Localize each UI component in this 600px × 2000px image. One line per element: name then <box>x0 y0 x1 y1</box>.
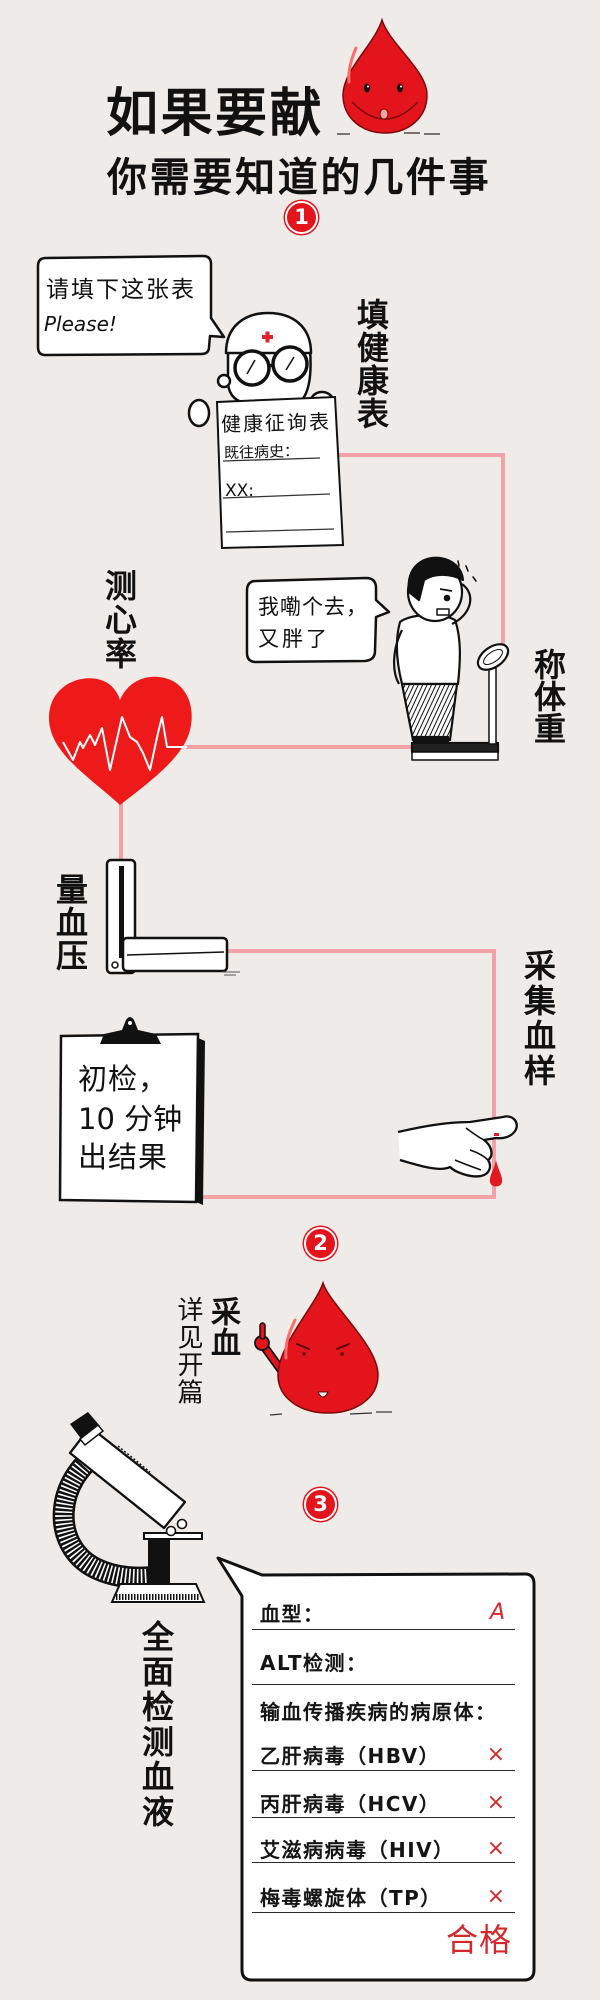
report-row-hcv: 丙肝病毒（HCV） × <box>252 1788 515 1818</box>
clipboard-icon <box>58 1017 205 1205</box>
report-row-label: 梅毒螺旋体（TP） <box>260 1886 442 1910</box>
report-row-hiv: 艾滋病病毒（HIV） × <box>252 1835 515 1863</box>
man-speech-line2: 又胖了 <box>258 627 330 651</box>
blood-pressure-label: 量血压 <box>51 873 89 972</box>
blood-drop-pointing-icon <box>254 1280 392 1416</box>
red-cross-icon <box>262 331 273 343</box>
blood-drop-icon <box>489 1160 503 1187</box>
clipboard-line1: 初检， <box>78 1062 169 1096</box>
health-form-title: 健康征询表 <box>220 409 332 437</box>
man-on-scale-icon <box>393 556 510 761</box>
blood-pressure-monitor-icon <box>105 858 240 976</box>
full-blood-test-label: 全面检测血液 <box>137 1620 175 1830</box>
clipboard-line3: 出结果 <box>78 1140 169 1174</box>
negative-mark-icon: × <box>486 1789 505 1815</box>
weigh-label: 称体重 <box>529 648 567 744</box>
connector-lines <box>119 453 505 1199</box>
report-row-tp: 梅毒螺旋体（TP） × <box>252 1881 515 1913</box>
microscope-icon <box>52 1412 206 1603</box>
report-row-label: ALT检测： <box>260 1651 368 1675</box>
blood-sample-label: 采集血样 <box>519 949 557 1089</box>
test-report-bubble <box>216 1556 536 1982</box>
step-badge-2: 2 <box>304 1227 337 1260</box>
clipboard-line2: 10 分钟 <box>78 1102 183 1136</box>
step-badge-1: 1 <box>285 201 318 234</box>
report-row-label: 乙肝病毒（HBV） <box>260 1744 441 1768</box>
fill-form-label: 填健康表 <box>352 298 390 430</box>
heart-ecg-icon <box>48 676 192 805</box>
negative-mark-icon: × <box>486 1835 505 1861</box>
report-row-alt: ALT检测： <box>252 1639 515 1685</box>
page-subtitle: 你需要知道的几件事 <box>107 155 492 201</box>
health-form-paper <box>215 395 345 550</box>
man-speech-bubble <box>245 576 391 664</box>
health-form-history-field: 既往病史： <box>223 442 300 462</box>
blood-draw-note: 详见开篇 <box>173 1296 203 1406</box>
health-form-other-field: XX: <box>225 481 255 501</box>
blood-drop-mascot-icon <box>337 17 440 135</box>
negative-mark-icon: × <box>486 1883 505 1909</box>
heart-rate-label: 测心率 <box>100 569 138 671</box>
report-row-blood-type: 血型： A <box>252 1596 515 1630</box>
doctor-speech-line1: 请填下这张表 <box>46 277 196 303</box>
report-row-label: 丙肝病毒（HCV） <box>260 1792 441 1816</box>
doctor-icon <box>187 311 335 428</box>
report-row-pathogens-heading: 输血传播疾病的病原体： <box>252 1693 515 1727</box>
report-row-label: 艾滋病病毒（HIV） <box>260 1838 455 1862</box>
blood-draw-title: 采血 <box>205 1296 240 1358</box>
doctor-speech-line2: Please! <box>44 312 117 336</box>
man-speech-line1: 我嘞个去， <box>258 595 368 619</box>
report-row-label: 血型： <box>260 1602 325 1626</box>
doctor-speech-bubble <box>36 254 226 357</box>
report-row-label: 输血传播疾病的病原体： <box>260 1699 497 1724</box>
step-badge-3: 3 <box>304 1488 337 1521</box>
finger-prick-hand-icon <box>397 1115 518 1187</box>
report-row-hbv: 乙肝病毒（HBV） × <box>252 1739 515 1771</box>
negative-mark-icon: × <box>486 1741 505 1767</box>
page-title: 如果要献 <box>106 84 325 144</box>
report-verdict: 合格 <box>446 1921 513 1959</box>
blood-type-value: A <box>489 1599 505 1625</box>
